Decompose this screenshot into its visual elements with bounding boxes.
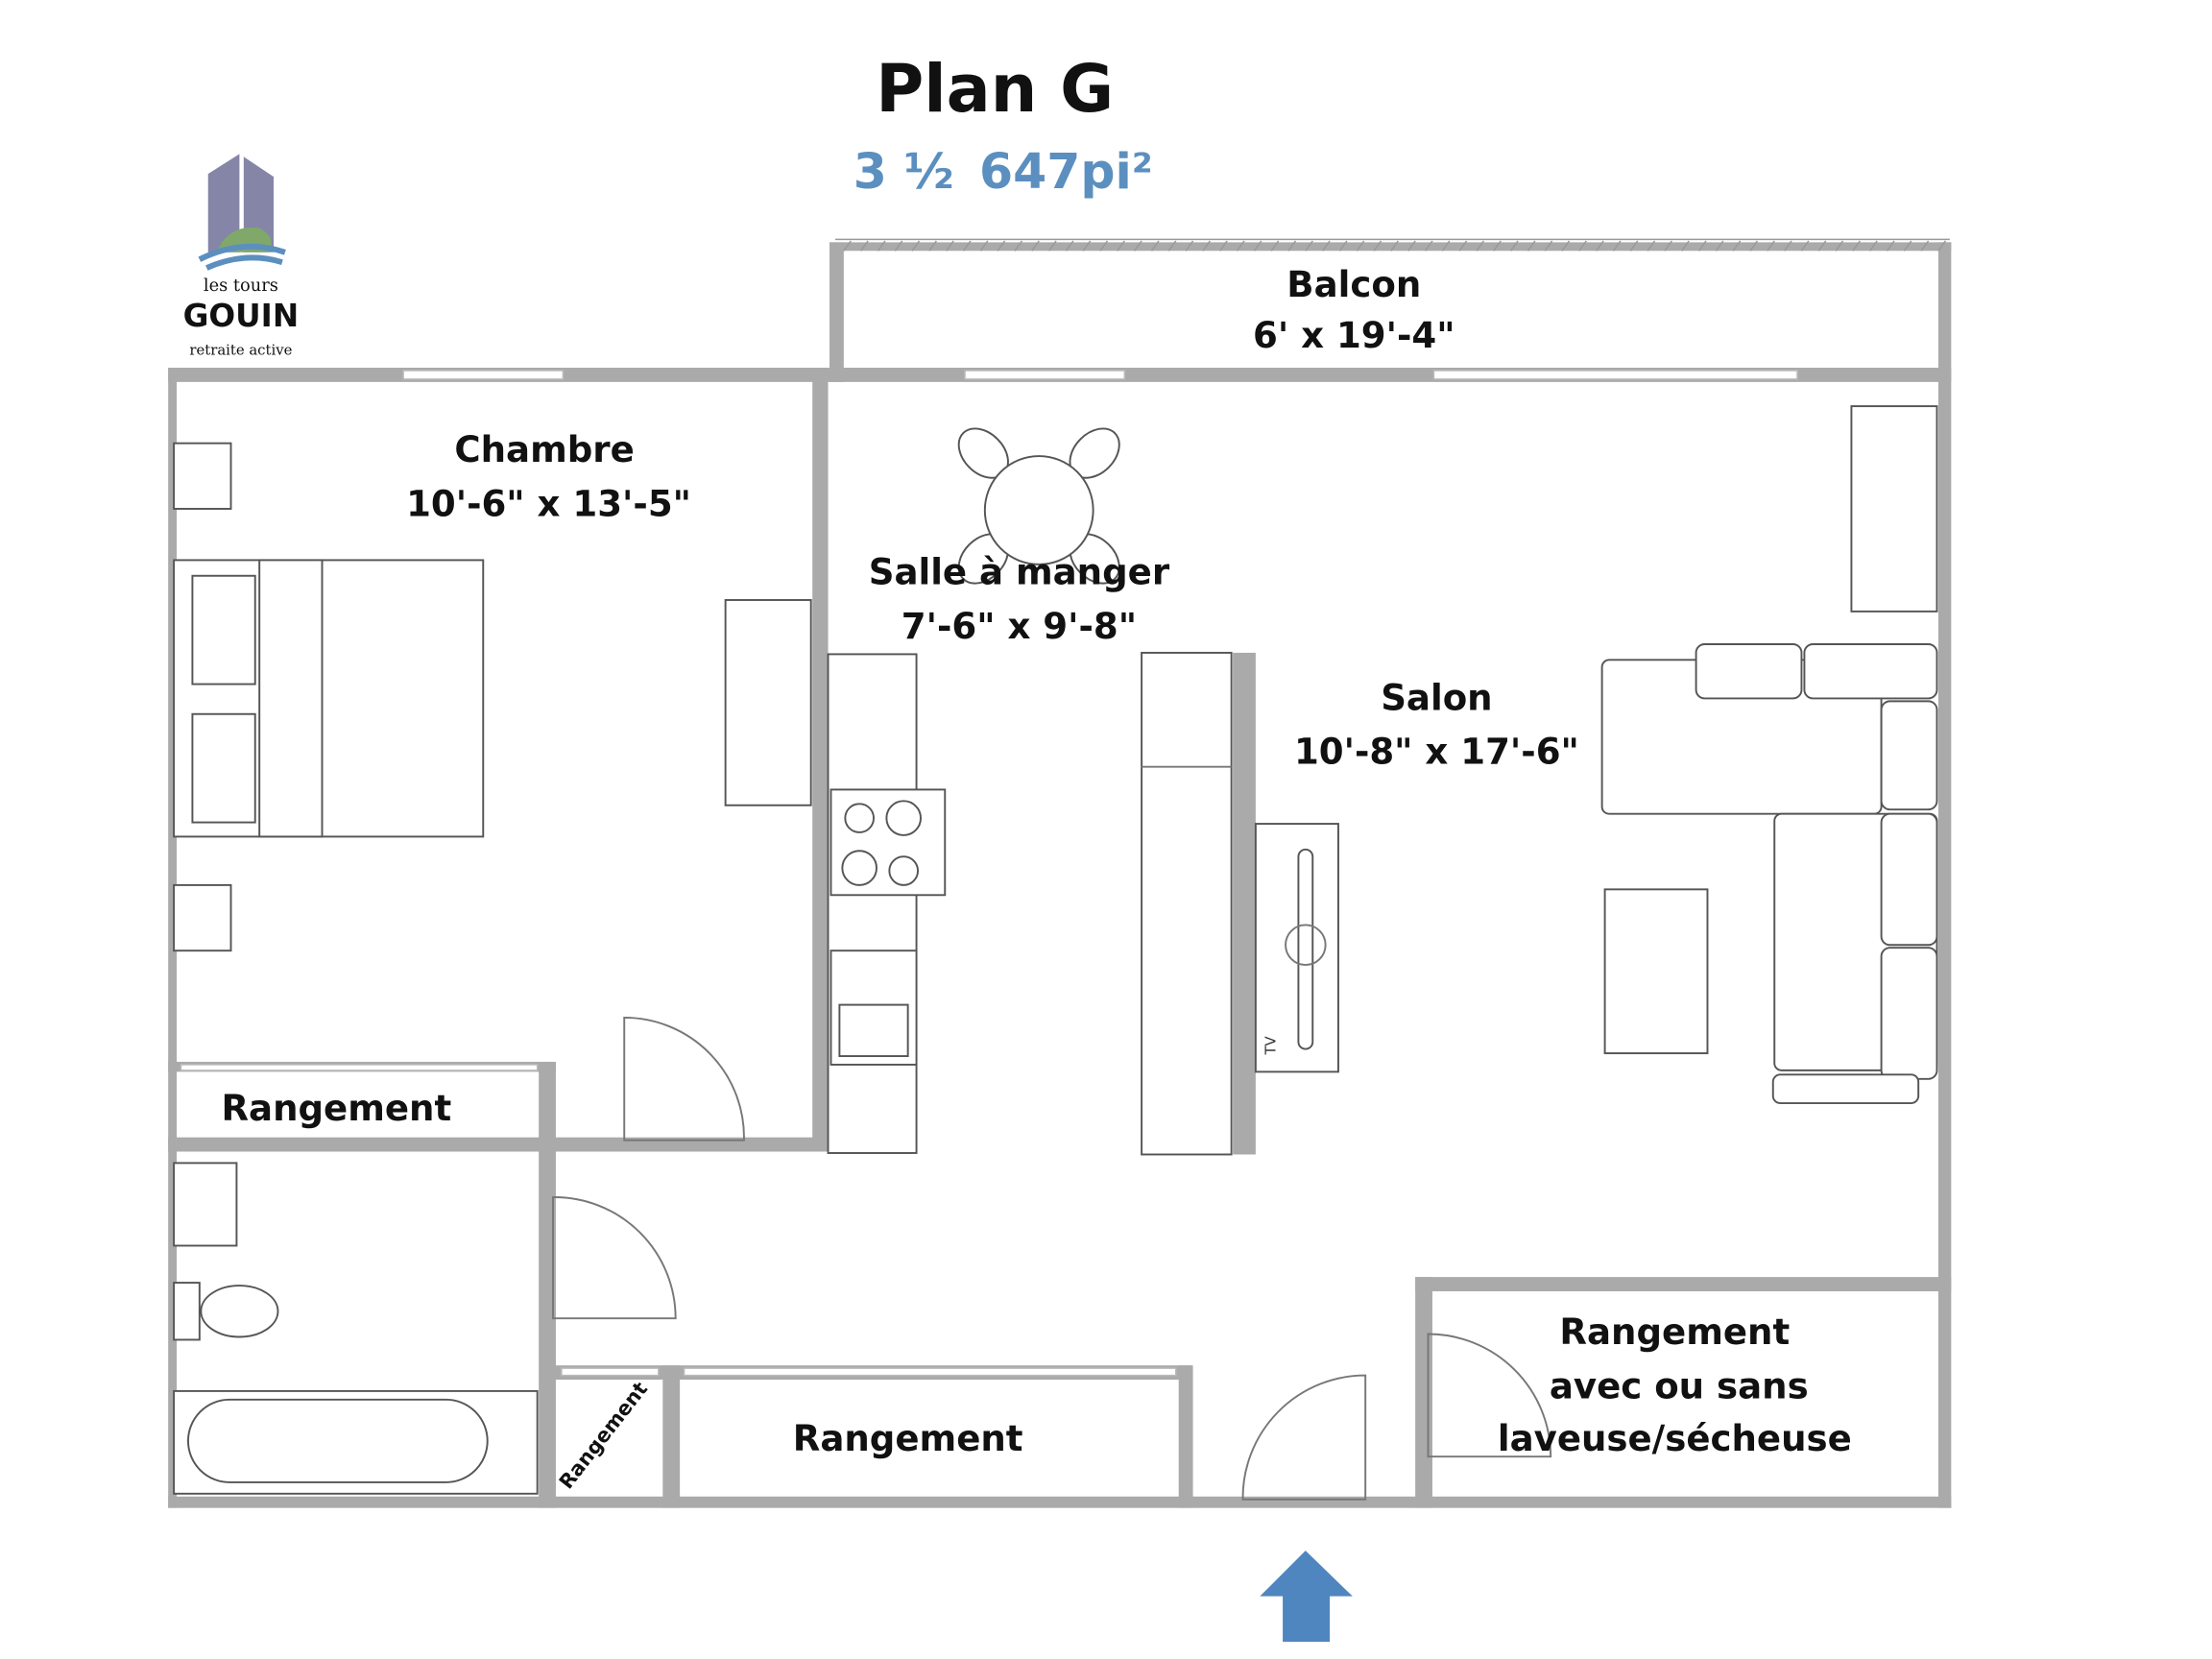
tv-label: TV (1263, 1035, 1280, 1055)
bathroom-door (552, 1196, 677, 1320)
windows (180, 370, 1798, 1377)
room-label-rangement-chambre: Rangement (221, 1088, 451, 1129)
nightstand (173, 883, 232, 952)
room-label-chambre: Chambre (454, 429, 634, 470)
tv-stand: TV (1254, 823, 1339, 1073)
room-label-rangement-small: Rangement (555, 1378, 653, 1494)
dining-table (957, 427, 1120, 585)
logo-line1: les tours (204, 276, 278, 296)
balcony-railing (834, 238, 1950, 252)
doors (552, 1016, 1552, 1501)
logo: les tours GOUIN retraite active (183, 154, 300, 359)
cabinet (1850, 405, 1938, 613)
toilet (173, 1282, 279, 1341)
logo-line3: retraite active (189, 343, 292, 359)
kitchen-sink (830, 950, 918, 1066)
room-size-balcon: 6' x 19'-4" (1253, 315, 1455, 356)
room-count: 3 ½ (854, 143, 954, 200)
plan-title: Plan G (876, 52, 1114, 128)
kitchen-counter (827, 653, 918, 1154)
bedroom-door (623, 1016, 745, 1142)
room-label-rangement-laveuse-line2: avec ou sans (1550, 1365, 1809, 1407)
coffee-table (1603, 888, 1709, 1055)
room-size-salle-a-manger: 7'-6" x 9'-8" (902, 606, 1137, 647)
sectional-sofa (1600, 643, 1938, 1104)
room-label-rangement-laveuse-line3: laveuse/sécheuse (1498, 1418, 1852, 1459)
room-label-balcon: Balcon (1286, 264, 1421, 305)
arrow-up-icon (1260, 1551, 1353, 1643)
sink (173, 1162, 238, 1247)
room-label-rangement-laveuse: Rangement (1559, 1311, 1790, 1353)
room-label-salon: Salon (1381, 677, 1492, 718)
area: 647pi² (979, 143, 1153, 200)
stove (830, 788, 947, 897)
bed (173, 559, 485, 838)
logo-line2: GOUIN (183, 298, 300, 334)
storage-door (1427, 1333, 1552, 1458)
room-size-salon: 10'-8" x 17'-6" (1294, 732, 1579, 773)
entrance-door (1241, 1374, 1367, 1501)
room-size-chambre: 10'-6" x 13'-5" (406, 483, 691, 524)
bathtub (173, 1389, 539, 1495)
room-label-rangement-hall: Rangement (793, 1418, 1023, 1459)
dresser (724, 599, 812, 806)
nightstand (173, 442, 232, 510)
kitchen-island (1141, 651, 1233, 1156)
room-label-salle-a-manger: Salle à manger (869, 552, 1170, 593)
